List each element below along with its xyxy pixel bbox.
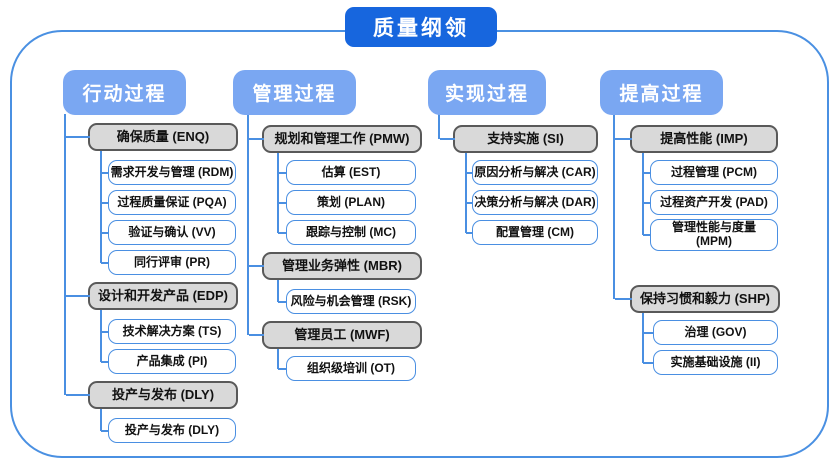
process-box-pqa: 过程质量保证 (PQA)	[101, 190, 236, 215]
connector-col2-header	[247, 114, 249, 335]
process-box-car: 原因分析与解决 (CAR)	[466, 160, 598, 185]
process-box-est: 估算 (EST)	[278, 160, 416, 185]
process-box-rsk: 风险与机会管理 (RSK)	[278, 289, 416, 314]
column-header-management-process: 管理过程	[233, 70, 356, 115]
process-box-dar: 决策分析与解决 (DAR)	[466, 190, 598, 215]
group-box-mwf: 管理员工 (MWF)	[249, 321, 422, 349]
connector-col3-header	[438, 114, 440, 139]
connector-edp-children	[100, 310, 102, 362]
process-box-pi: 产品集成 (PI)	[101, 349, 236, 374]
group-box-si: 支持实施 (SI)	[440, 125, 598, 153]
group-box-pmw: 规划和管理工作 (PMW)	[249, 125, 422, 153]
process-box-gov: 治理 (GOV)	[643, 320, 778, 345]
process-box-cm: 配置管理 (CM)	[466, 220, 598, 245]
process-box-pad: 过程资产开发 (PAD)	[643, 190, 778, 215]
group-box-imp: 提高性能 (IMP)	[615, 125, 778, 153]
connector-mwf-children	[277, 349, 279, 369]
process-box-mpm: 管理性能与度量 (MPM)	[643, 219, 778, 251]
column-header-improvement-process: 提高过程	[600, 70, 723, 115]
group-box-enq: 确保质量 (ENQ)	[66, 123, 238, 151]
connector-dly-children	[100, 409, 102, 431]
process-box-ot: 组织级培训 (OT)	[278, 356, 416, 381]
connector-si-children	[465, 153, 467, 233]
process-box-vv: 验证与确认 (VV)	[101, 220, 236, 245]
column-header-implementation-process: 实现过程	[428, 70, 546, 115]
process-box-pr: 同行评审 (PR)	[101, 250, 236, 275]
connector-col1-header	[64, 114, 66, 395]
column-header-action-process: 行动过程	[63, 70, 186, 115]
group-box-edp: 设计和开发产品 (EDP)	[66, 282, 238, 310]
group-box-shp: 保持习惯和毅力 (SHP)	[615, 285, 780, 313]
process-box-ts: 技术解决方案 (TS)	[101, 319, 236, 344]
group-box-mbr: 管理业务弹性 (MBR)	[249, 252, 422, 280]
process-box-dly-child: 投产与发布 (DLY)	[101, 418, 236, 443]
process-box-plan: 策划 (PLAN)	[278, 190, 416, 215]
group-box-dly: 投产与发布 (DLY)	[66, 381, 238, 409]
process-box-ii: 实施基础设施 (II)	[643, 350, 778, 375]
connector-enq-children	[100, 151, 102, 263]
connector-pmw-children	[277, 153, 279, 233]
connector-shp-children	[642, 313, 644, 363]
process-box-mc: 跟踪与控制 (MC)	[278, 220, 416, 245]
connector-mbr-children	[277, 280, 279, 302]
diagram-title: 质量纲领	[345, 7, 497, 47]
connector-col4-header	[613, 114, 615, 299]
process-box-rdm: 需求开发与管理 (RDM)	[101, 160, 236, 185]
process-box-pcm: 过程管理 (PCM)	[643, 160, 778, 185]
connector-imp-children	[642, 153, 644, 235]
